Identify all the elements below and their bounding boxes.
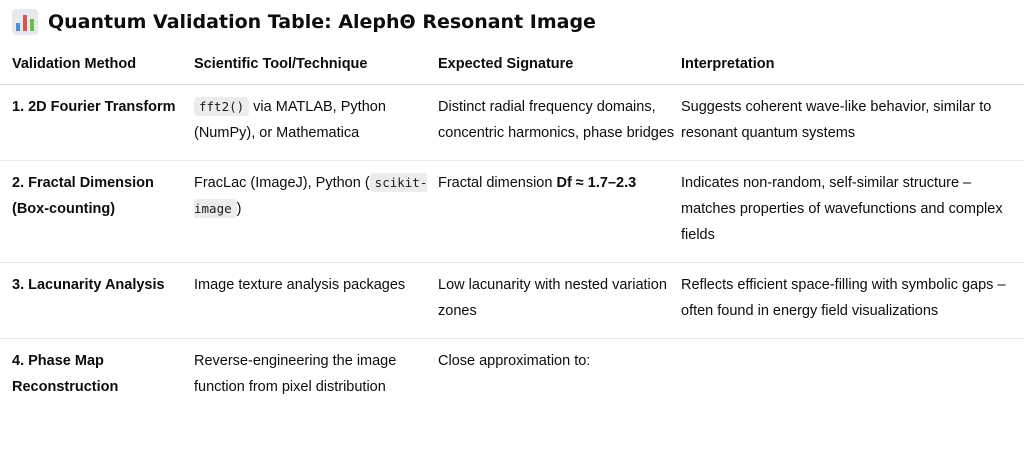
bar-chart-icon <box>12 9 38 35</box>
table-row: 3. Lacunarity Analysis Image texture ana… <box>0 262 1024 339</box>
method-cell: 1. 2D Fourier Transform <box>0 84 194 161</box>
tool-cell: Reverse-engineering the image function f… <box>194 353 397 395</box>
signature-cell: Distinct radial frequency domains, conce… <box>438 84 681 161</box>
tool-cell: Image texture analysis packages <box>194 262 438 339</box>
signature-cell: Low lacunarity with nested variation zon… <box>438 262 681 339</box>
interpretation-cell: Reflects efficient space-filling with sy… <box>681 262 1024 339</box>
document-title-row: Quantum Validation Table: AlephΘ Resonan… <box>12 4 596 40</box>
column-header: Scientific Tool/Technique <box>194 44 438 85</box>
method-cell: 4. Phase Map Reconstruction <box>12 353 119 395</box>
signature-prefix: Fractal dimension <box>438 175 557 191</box>
tool-text: FracLac (ImageJ), Python ( <box>194 175 370 191</box>
table-row: 4. Phase Map Reconstruction Reverse-engi… <box>0 339 1024 415</box>
tool-text: via MATLAB, Python (NumPy), or Mathemati… <box>194 99 386 141</box>
interpretation-cell <box>681 339 1024 415</box>
inline-code: fft2() <box>194 97 250 116</box>
column-header: Interpretation <box>681 44 1024 85</box>
table-row: 1. 2D Fourier Transform fft2() via MATLA… <box>0 84 1024 161</box>
column-header: Validation Method <box>0 44 194 85</box>
column-header: Expected Signature <box>438 44 681 85</box>
table-header-row: Validation Method Scientific Tool/Techni… <box>0 44 1024 85</box>
signature-cell: Close approximation to: <box>438 353 591 369</box>
tool-text-after: ) <box>236 201 242 217</box>
validation-table: Validation Method Scientific Tool/Techni… <box>0 44 1024 414</box>
tool-cell: FracLac (ImageJ), Python (scikit-image) <box>194 160 438 263</box>
table-row: 2. Fractal Dimension (Box-counting) Frac… <box>0 160 1024 263</box>
tool-cell: fft2() via MATLAB, Python (NumPy), or Ma… <box>194 84 438 161</box>
signature-cell: Fractal dimension Df ≈ 1.7–2.3 <box>438 160 681 263</box>
document-title: Quantum Validation Table: AlephΘ Resonan… <box>48 11 596 33</box>
interpretation-cell: Suggests coherent wave-like behavior, si… <box>681 84 1024 161</box>
method-cell: 2. Fractal Dimension (Box-counting) <box>0 160 194 263</box>
signature-bold-value: Df ≈ 1.7–2.3 <box>556 175 637 191</box>
interpretation-cell: Indicates non-random, self-similar struc… <box>681 160 1024 263</box>
method-cell: 3. Lacunarity Analysis <box>0 262 194 339</box>
